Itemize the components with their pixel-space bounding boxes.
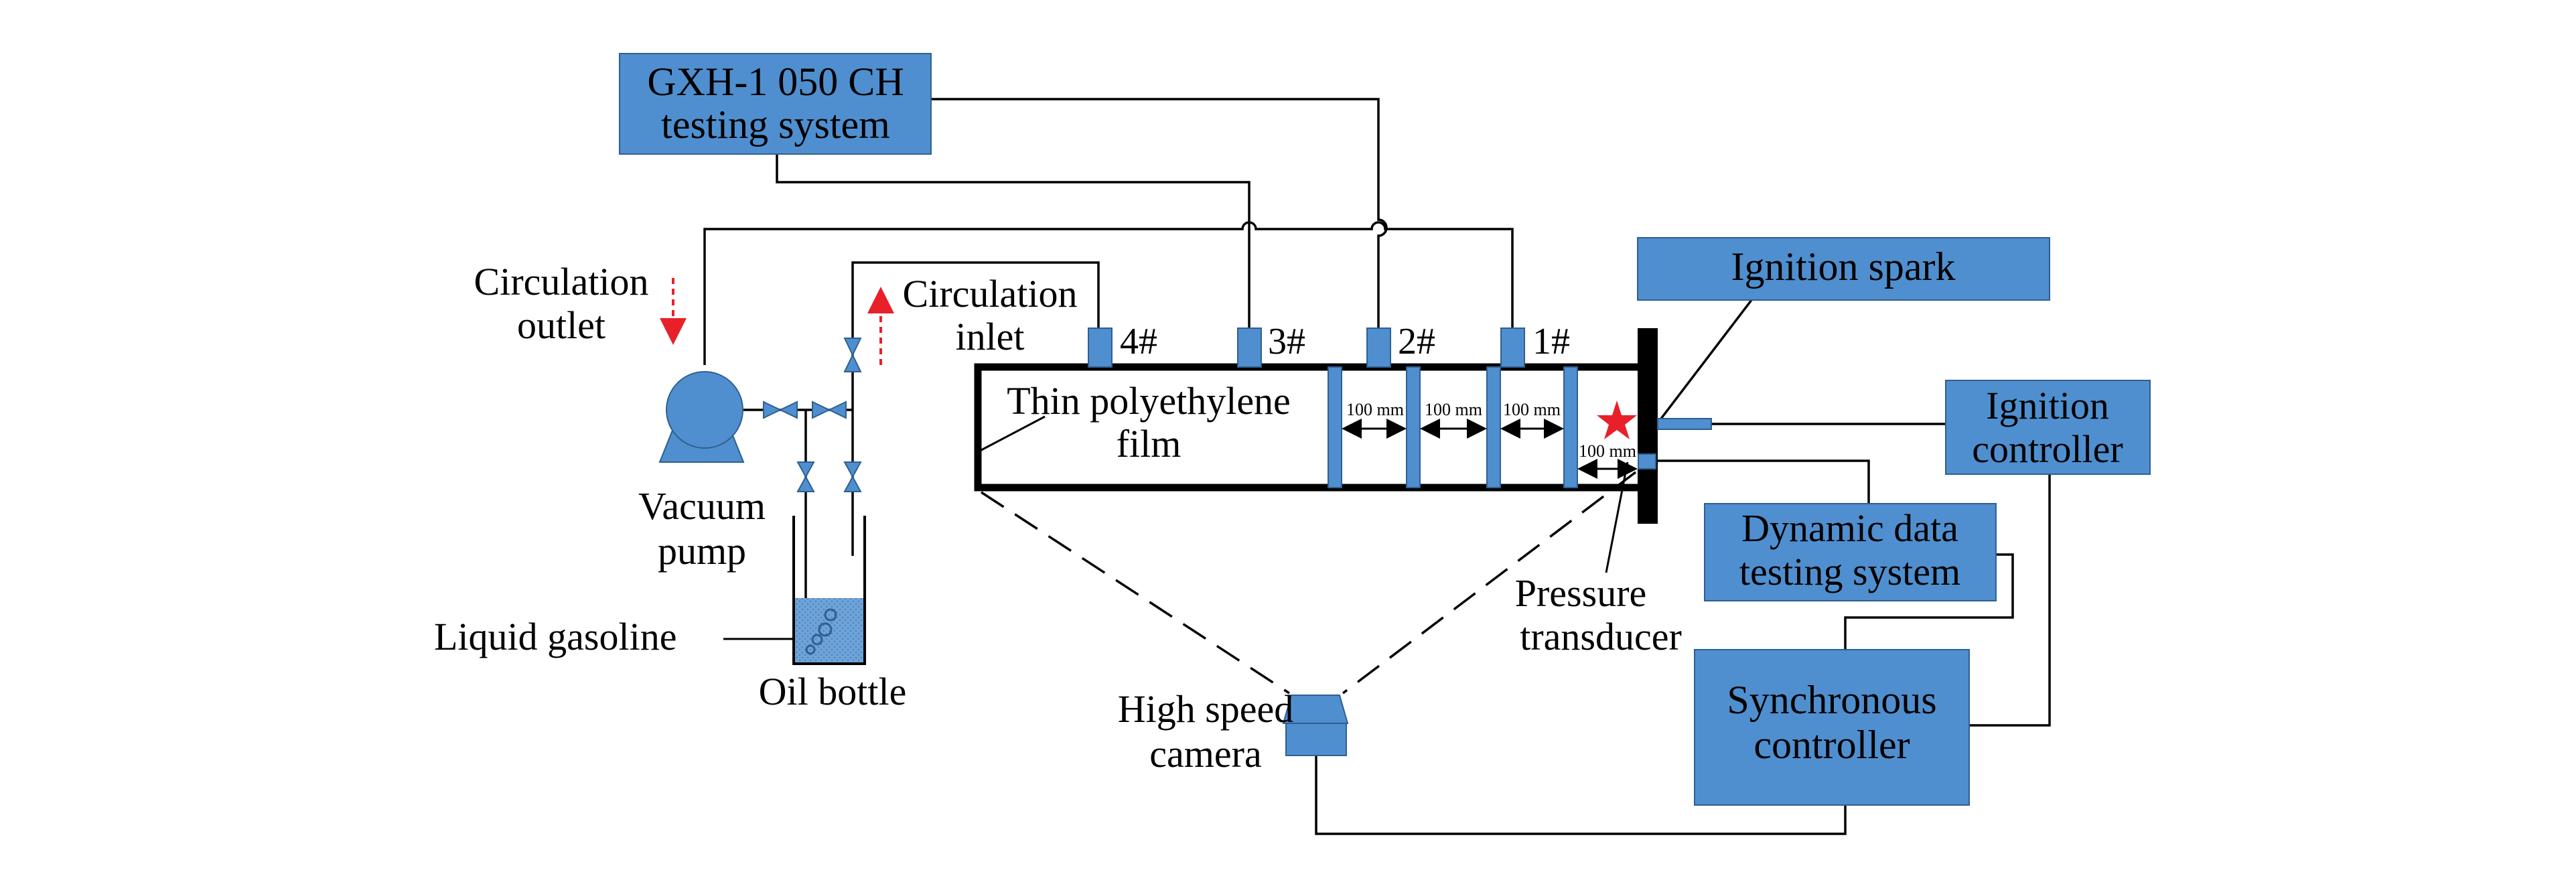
pressure-transducer: [1638, 453, 1656, 469]
wire-inlet-to-port-4: [851, 261, 1100, 335]
valve-icon-4: [796, 461, 815, 492]
oil-bottle: [792, 516, 866, 665]
film-separator-3: [1486, 366, 1501, 488]
ignition-electrode: [1657, 418, 1712, 430]
sync-line1: Synchronous: [1727, 678, 1936, 722]
port-2-sensor: [1366, 328, 1391, 368]
vacuum-pump: [658, 371, 745, 463]
port-1-label: 1#: [1532, 321, 1570, 362]
film-separator-2: [1406, 366, 1421, 488]
spacing-label-4: 100 mm: [1579, 441, 1636, 461]
wire-transducer-to-dynamic: [1653, 459, 1870, 504]
end-plate: [1638, 328, 1658, 524]
circulation-outlet-line1: Circulation: [474, 260, 649, 303]
valve-icon-3: [843, 338, 862, 372]
port-3-label: 3#: [1268, 321, 1305, 362]
gxh-testing-system-box: GXH-1 050 CH testing system: [619, 53, 932, 155]
wire-pump-to-port-1: [703, 221, 1514, 365]
dynamic-line2: testing system: [1739, 550, 1960, 593]
circulation-inlet-line1: Circulation: [903, 272, 1078, 315]
port-3-sensor: [1237, 328, 1262, 368]
wire-gxh-to-port-3: [776, 154, 1250, 328]
ignition-controller-line1: Ignition: [1986, 384, 2109, 427]
port-4-sensor: [1088, 328, 1113, 368]
circulation-inlet-line2: inlet: [955, 315, 1024, 358]
vacuum-pump-line1: Vacuum: [638, 484, 766, 528]
spacing-label-1: 100 mm: [1346, 400, 1404, 419]
dynamic-data-box: Dynamic data testing system: [1704, 503, 1997, 601]
wire-sync-to-camera: [1315, 755, 1847, 835]
wire-ignition-ctrl-to-sync: [1966, 474, 2051, 727]
pressure-transducer-line2: transducer: [1520, 615, 1682, 658]
valve-icon-2: [812, 401, 847, 419]
camera-label-line1: High speed: [1118, 687, 1294, 731]
gxh-title-line2: testing system: [661, 102, 890, 147]
wire-gxh-to-port-2: [931, 98, 1388, 328]
pressure-transducer-line1: Pressure: [1515, 571, 1647, 615]
circulation-outlet-line2: outlet: [517, 303, 605, 347]
camera-label-line2: camera: [1149, 732, 1261, 776]
liquid-gasoline-label: Liquid gasoline: [434, 615, 676, 658]
ignition-spark-label: Ignition spark: [1731, 244, 1956, 289]
film-label-line2: film: [1117, 422, 1182, 465]
vacuum-pump-line2: pump: [658, 529, 746, 573]
high-speed-camera: [1282, 695, 1349, 756]
camera-sight-left: [981, 491, 1290, 695]
film-separator-1: [1328, 366, 1342, 488]
wire-dynamic-to-sync: [1844, 553, 2014, 650]
synchronous-controller-box: Synchronous controller: [1694, 649, 1970, 806]
port-2-label: 2#: [1398, 321, 1435, 362]
ignition-spark-box: Ignition spark: [1637, 237, 2050, 301]
camera-sight-right: [1342, 471, 1637, 695]
oil-bottle-label: Oil bottle: [759, 670, 907, 713]
film-separator-4: [1563, 366, 1578, 488]
spark-star-icon: [1597, 401, 1637, 439]
film-label-line1: Thin polyethylene: [1007, 379, 1291, 423]
port-4-label: 4#: [1120, 321, 1157, 362]
valve-icon-1: [763, 401, 798, 419]
pressure-leader: [1605, 461, 1629, 573]
dynamic-line1: Dynamic data: [1741, 506, 1958, 550]
gxh-title-line1: GXH-1 050 CH: [647, 60, 904, 104]
valve-icon-5: [843, 461, 862, 492]
wire-ignition-box-to-spark: [1660, 299, 1753, 420]
ignition-controller-box: Ignition controller: [1945, 380, 2151, 475]
spacing-label-2: 100 mm: [1425, 400, 1482, 419]
sync-line2: controller: [1754, 723, 1910, 767]
port-1-sensor: [1500, 328, 1525, 368]
spacing-label-3: 100 mm: [1503, 400, 1561, 419]
ignition-controller-line2: controller: [1972, 427, 2123, 471]
film-leader: [981, 415, 1046, 451]
